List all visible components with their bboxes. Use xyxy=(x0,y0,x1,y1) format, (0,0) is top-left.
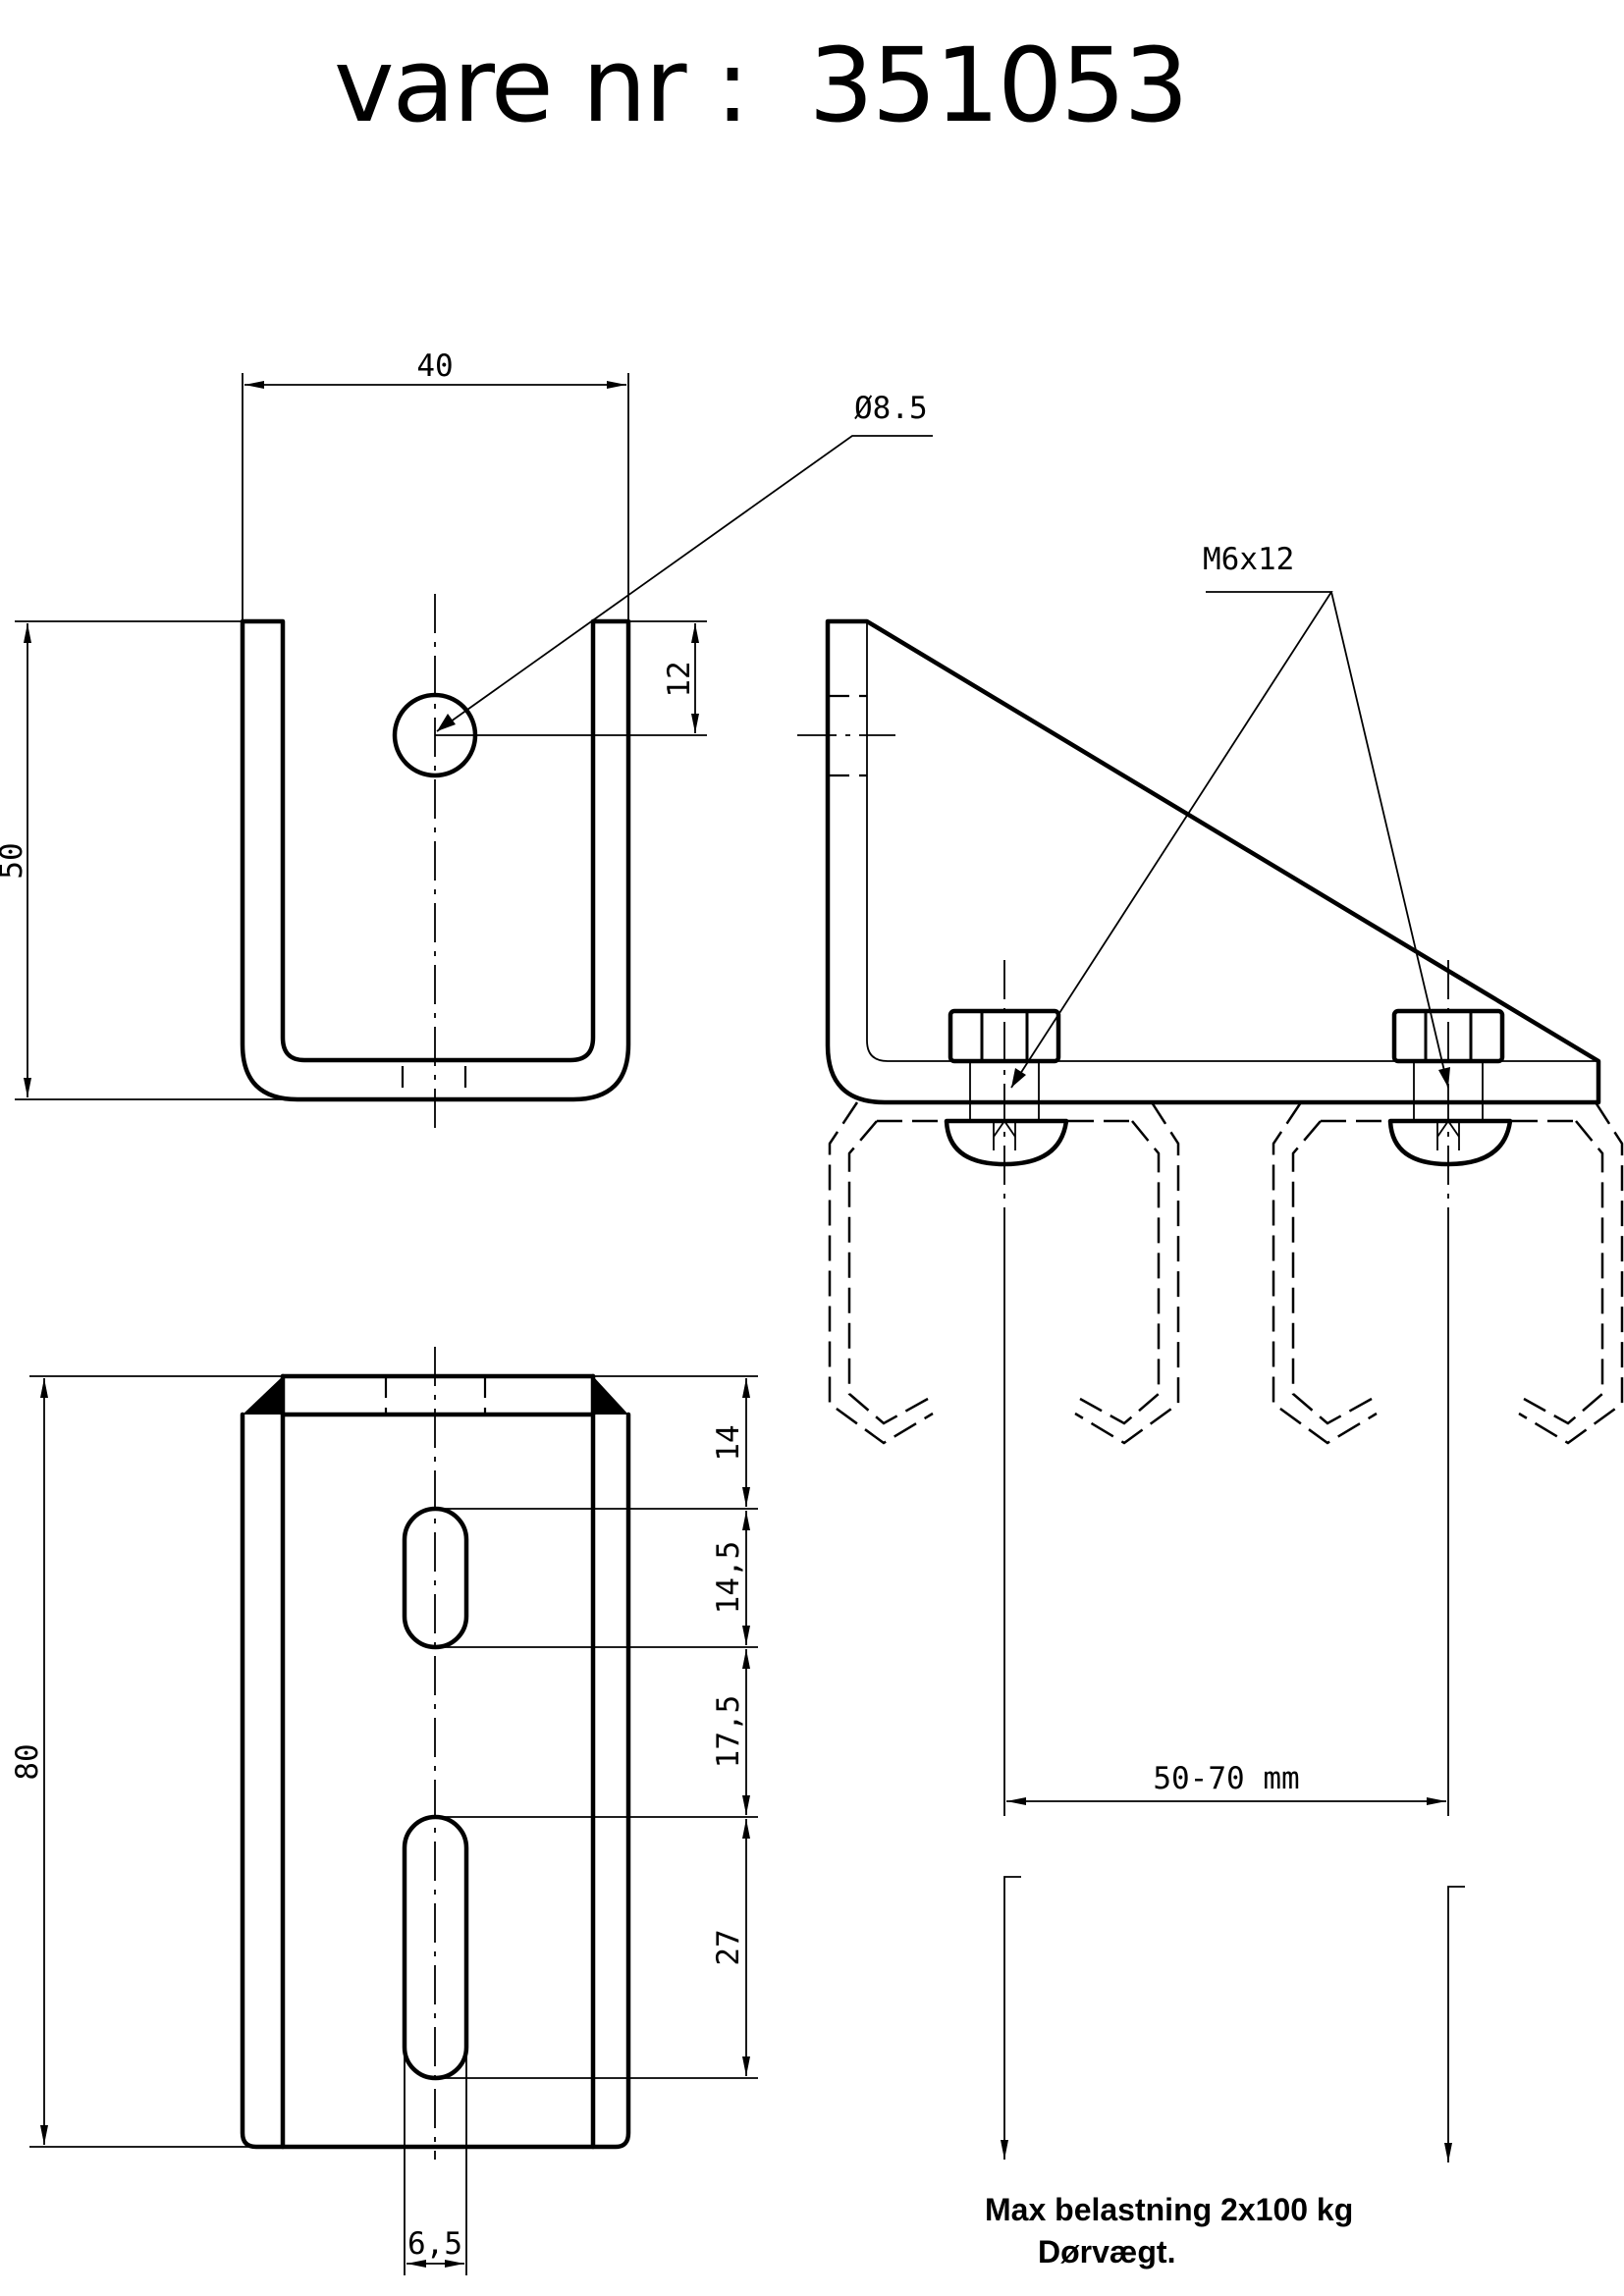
bolt-left xyxy=(944,960,1069,1212)
load-note-line-2: Dørvægt. xyxy=(1038,2234,1175,2269)
drawing-title: vare nr : 351053 xyxy=(334,26,1189,145)
rail-left xyxy=(828,1101,1180,1445)
dim-hole-diameter: Ø8.5 xyxy=(854,391,928,426)
dim-width-40: 40 xyxy=(416,348,453,384)
side-view: M6x12 50-70 mm Max belastning 2x100 kg D… xyxy=(797,542,1624,2269)
dim-height-50: 50 xyxy=(0,842,29,879)
dim-seg-14-5: 14,5 xyxy=(711,1541,746,1615)
load-note-line-1: Max belastning 2x100 kg xyxy=(985,2192,1353,2227)
dim-bolt: M6x12 xyxy=(1203,542,1294,577)
top-view: 40 50 12 Ø8.5 xyxy=(0,348,933,1129)
rail-right xyxy=(1272,1101,1624,1445)
dim-spacing: 50-70 mm xyxy=(1153,1761,1299,1796)
front-view: 80 14 14,5 17,5 27 6,5 xyxy=(10,1347,758,2275)
dim-seg-17-5: 17,5 xyxy=(711,1695,746,1769)
dim-height-80: 80 xyxy=(10,1743,45,1780)
dim-seg-14: 14 xyxy=(711,1424,746,1461)
dim-hole-offset-12: 12 xyxy=(662,661,697,697)
dim-seg-27: 27 xyxy=(711,1929,746,1965)
dim-slot-width: 6,5 xyxy=(407,2226,462,2262)
